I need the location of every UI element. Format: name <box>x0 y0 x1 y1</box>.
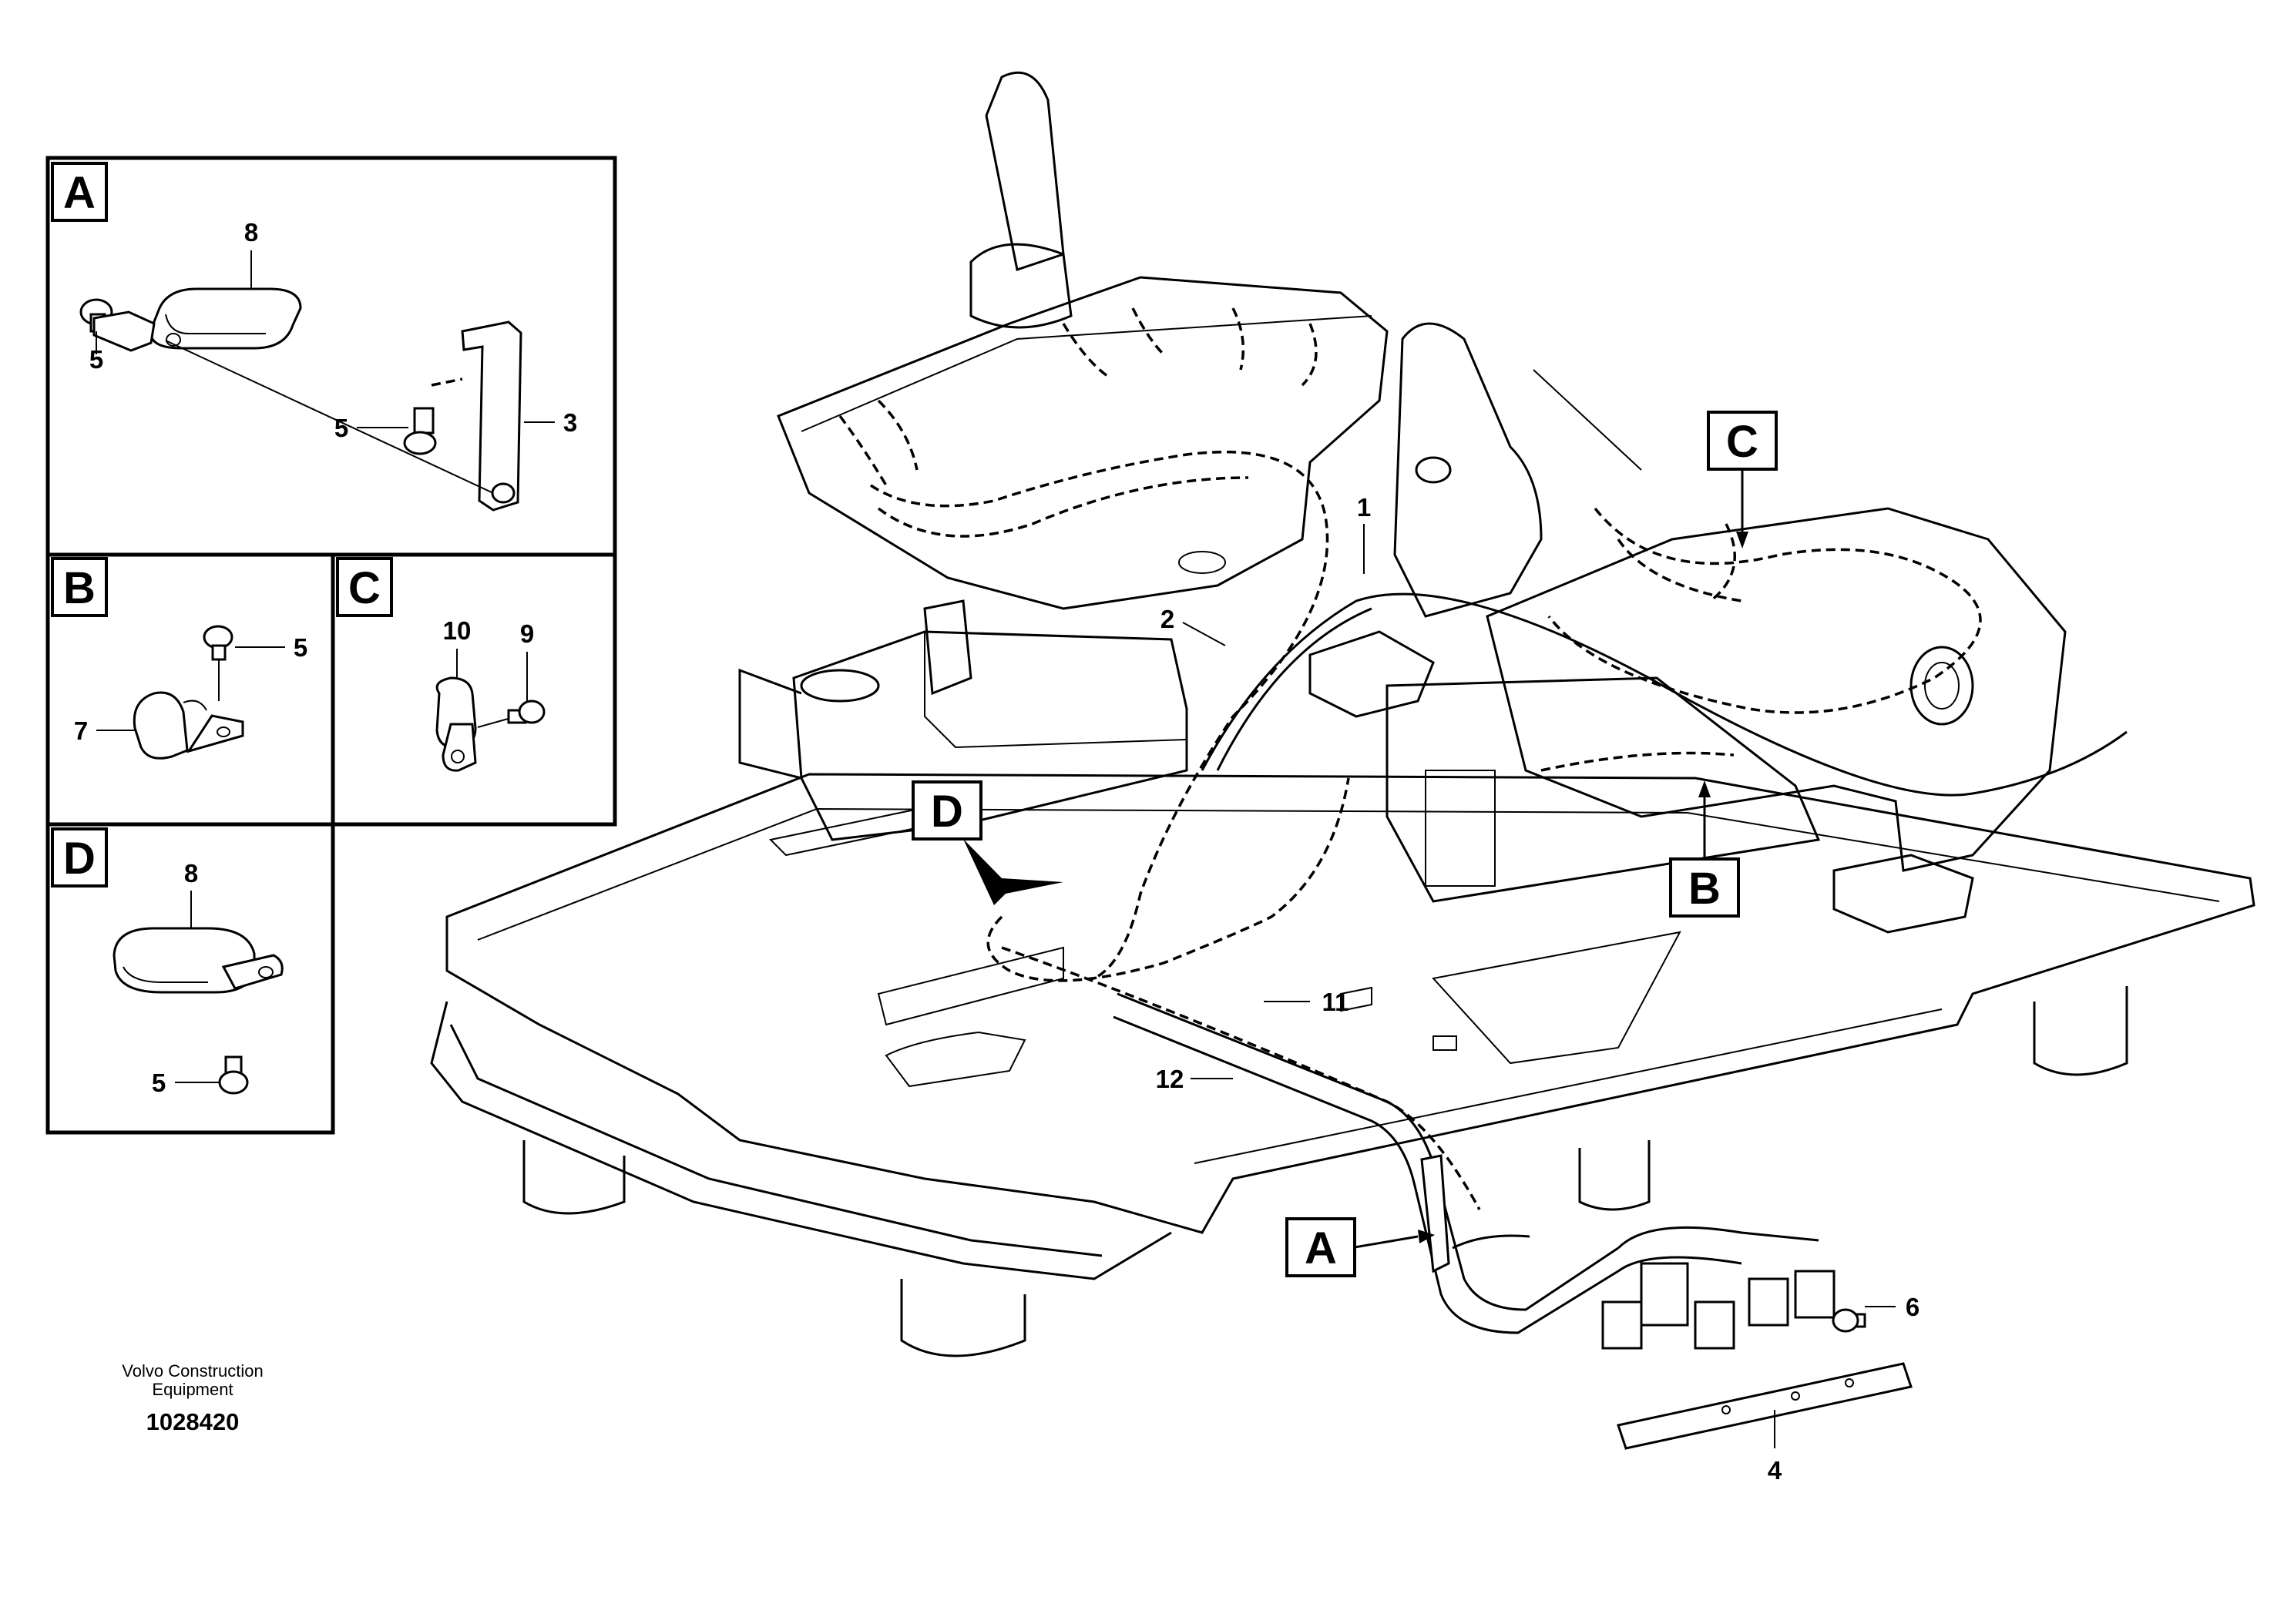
callout-6: 6 <box>1906 1293 1920 1321</box>
view-tag-c <box>1707 411 1778 471</box>
harness-11 <box>1117 992 1619 1311</box>
harness-1 <box>1201 592 2128 797</box>
leader-line <box>1182 622 1226 646</box>
hidden-wiring-dashed <box>838 307 1982 1210</box>
detail-b-letter: B <box>63 563 96 613</box>
detail-b-tag <box>51 557 108 617</box>
callout-4: 4 <box>1768 1456 1782 1485</box>
callout-3: 3 <box>563 408 577 437</box>
p-clip-icon <box>435 676 477 772</box>
callout-12: 12 <box>1156 1065 1184 1093</box>
drawing-credit: Volvo Construction Equipment 1028420 <box>122 1361 263 1435</box>
callout-5: 5 <box>334 414 348 442</box>
detail-panels: A B C D <box>45 156 617 1135</box>
joystick-left <box>985 71 1065 271</box>
bolt-icon <box>477 700 546 728</box>
connector-icon <box>1694 1300 1735 1350</box>
harness-12 <box>1113 1015 1619 1334</box>
connector-icon <box>1794 1270 1836 1319</box>
callout-9: 9 <box>520 619 534 648</box>
cab-floor-platform <box>430 773 2255 1357</box>
view-tag-d <box>912 780 982 841</box>
drawing-number: 1028420 <box>146 1408 240 1435</box>
detail-d-letter: D <box>63 834 96 884</box>
bolt-icon <box>403 377 463 455</box>
clamp-icon <box>133 691 244 760</box>
callout-2: 2 <box>1160 605 1174 633</box>
detail-c-tag <box>336 557 393 617</box>
detail-d-illustration: 8 5 <box>113 859 284 1097</box>
bolt-icon <box>218 1055 249 1095</box>
bracket-icon <box>1420 1154 1450 1273</box>
callout-5: 5 <box>89 345 103 374</box>
view-tag-b <box>1669 857 1740 918</box>
connector-icon <box>1640 1262 1689 1327</box>
bolt-icon <box>1832 1308 1866 1333</box>
callout-11: 11 <box>1322 988 1349 1016</box>
credit-line-2: Equipment <box>152 1380 233 1399</box>
wire-harness <box>1113 592 2128 1450</box>
detail-c-letter: C <box>348 563 381 613</box>
strap-clamp-icon <box>92 287 302 352</box>
detail-b-illustration: 5 7 <box>74 625 307 760</box>
detail-a-letter: A <box>63 168 96 218</box>
view-tag-a-letter: A <box>1305 1223 1337 1273</box>
detail-c-illustration: 10 9 <box>435 616 546 772</box>
callout-5: 5 <box>294 633 307 662</box>
main-callouts: 1 2 11 12 6 4 <box>1156 493 1920 1485</box>
credit-line-1: Volvo Construction <box>122 1361 263 1381</box>
joystick-right <box>1393 322 1543 618</box>
pivot-plates <box>1308 630 1974 934</box>
callout-7: 7 <box>74 716 88 745</box>
detail-d-tag <box>51 827 108 887</box>
view-tags: C B D A <box>912 411 1778 1277</box>
detail-a-illustration: 8 5 5 3 <box>79 218 577 512</box>
bolt-icon <box>203 625 233 701</box>
callout-5: 5 <box>152 1069 166 1097</box>
bracket-icon <box>165 320 522 512</box>
callout-10: 10 <box>443 616 472 645</box>
view-tag-a <box>1285 1217 1356 1277</box>
view-tag-d-letter: D <box>931 787 963 837</box>
seat-base-console <box>738 599 1821 903</box>
right-joystick-console <box>1393 322 2067 872</box>
callout-8: 8 <box>184 859 198 887</box>
connector-icon <box>1748 1277 1789 1327</box>
connector-bracket <box>1617 1362 1913 1450</box>
callout-8: 8 <box>244 218 258 247</box>
strap-clamp-icon <box>113 927 284 994</box>
view-tag-b-letter: B <box>1688 864 1721 914</box>
detail-a-tag <box>51 162 108 222</box>
view-tag-c-letter: C <box>1726 417 1758 467</box>
detail-panel-d-frame <box>45 822 335 1135</box>
left-joystick-console <box>777 71 1389 610</box>
callout-1: 1 <box>1357 493 1371 522</box>
detail-panel-c-frame <box>331 552 617 827</box>
connector-icon <box>1601 1300 1643 1350</box>
detail-panel-a-frame <box>45 156 617 557</box>
